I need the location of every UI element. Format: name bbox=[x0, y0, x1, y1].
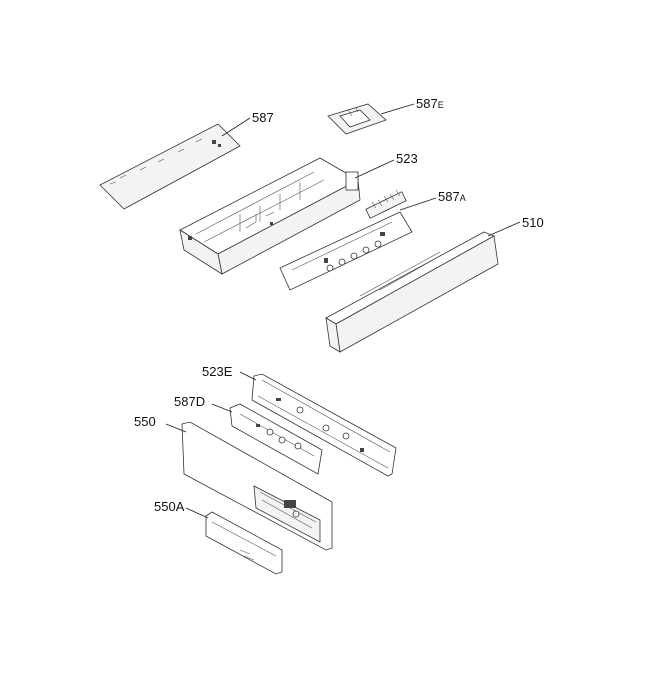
leader-550a bbox=[185, 507, 209, 519]
leader-587d bbox=[211, 403, 233, 413]
label-523: 523 bbox=[396, 151, 418, 166]
label-587d: 587D bbox=[174, 394, 205, 409]
part-550a-lens bbox=[205, 511, 283, 575]
label-510: 510 bbox=[522, 215, 544, 230]
leader-587 bbox=[221, 117, 251, 137]
part-523e-panel bbox=[251, 373, 397, 477]
label-550: 550 bbox=[134, 414, 156, 429]
leader-510 bbox=[487, 221, 521, 237]
part-587e-pad bbox=[327, 103, 387, 135]
leader-523e bbox=[239, 371, 257, 381]
label-587: 587 bbox=[252, 110, 274, 125]
part-587a-control-board bbox=[279, 189, 413, 291]
part-587d-membrane bbox=[229, 403, 323, 475]
label-523e: 523E bbox=[202, 364, 233, 379]
part-510-trim-bar bbox=[325, 231, 499, 353]
part-523-housing bbox=[179, 157, 361, 275]
part-587-board bbox=[99, 123, 241, 210]
leader-550 bbox=[165, 423, 187, 433]
part-550-front-panel bbox=[181, 421, 333, 551]
label-587a: 587A bbox=[438, 189, 466, 204]
label-587e: 587E bbox=[416, 96, 444, 111]
leader-523 bbox=[354, 159, 395, 179]
leader-587e bbox=[380, 103, 415, 115]
leader-587a bbox=[399, 197, 437, 211]
label-550a: 550A bbox=[154, 499, 185, 514]
